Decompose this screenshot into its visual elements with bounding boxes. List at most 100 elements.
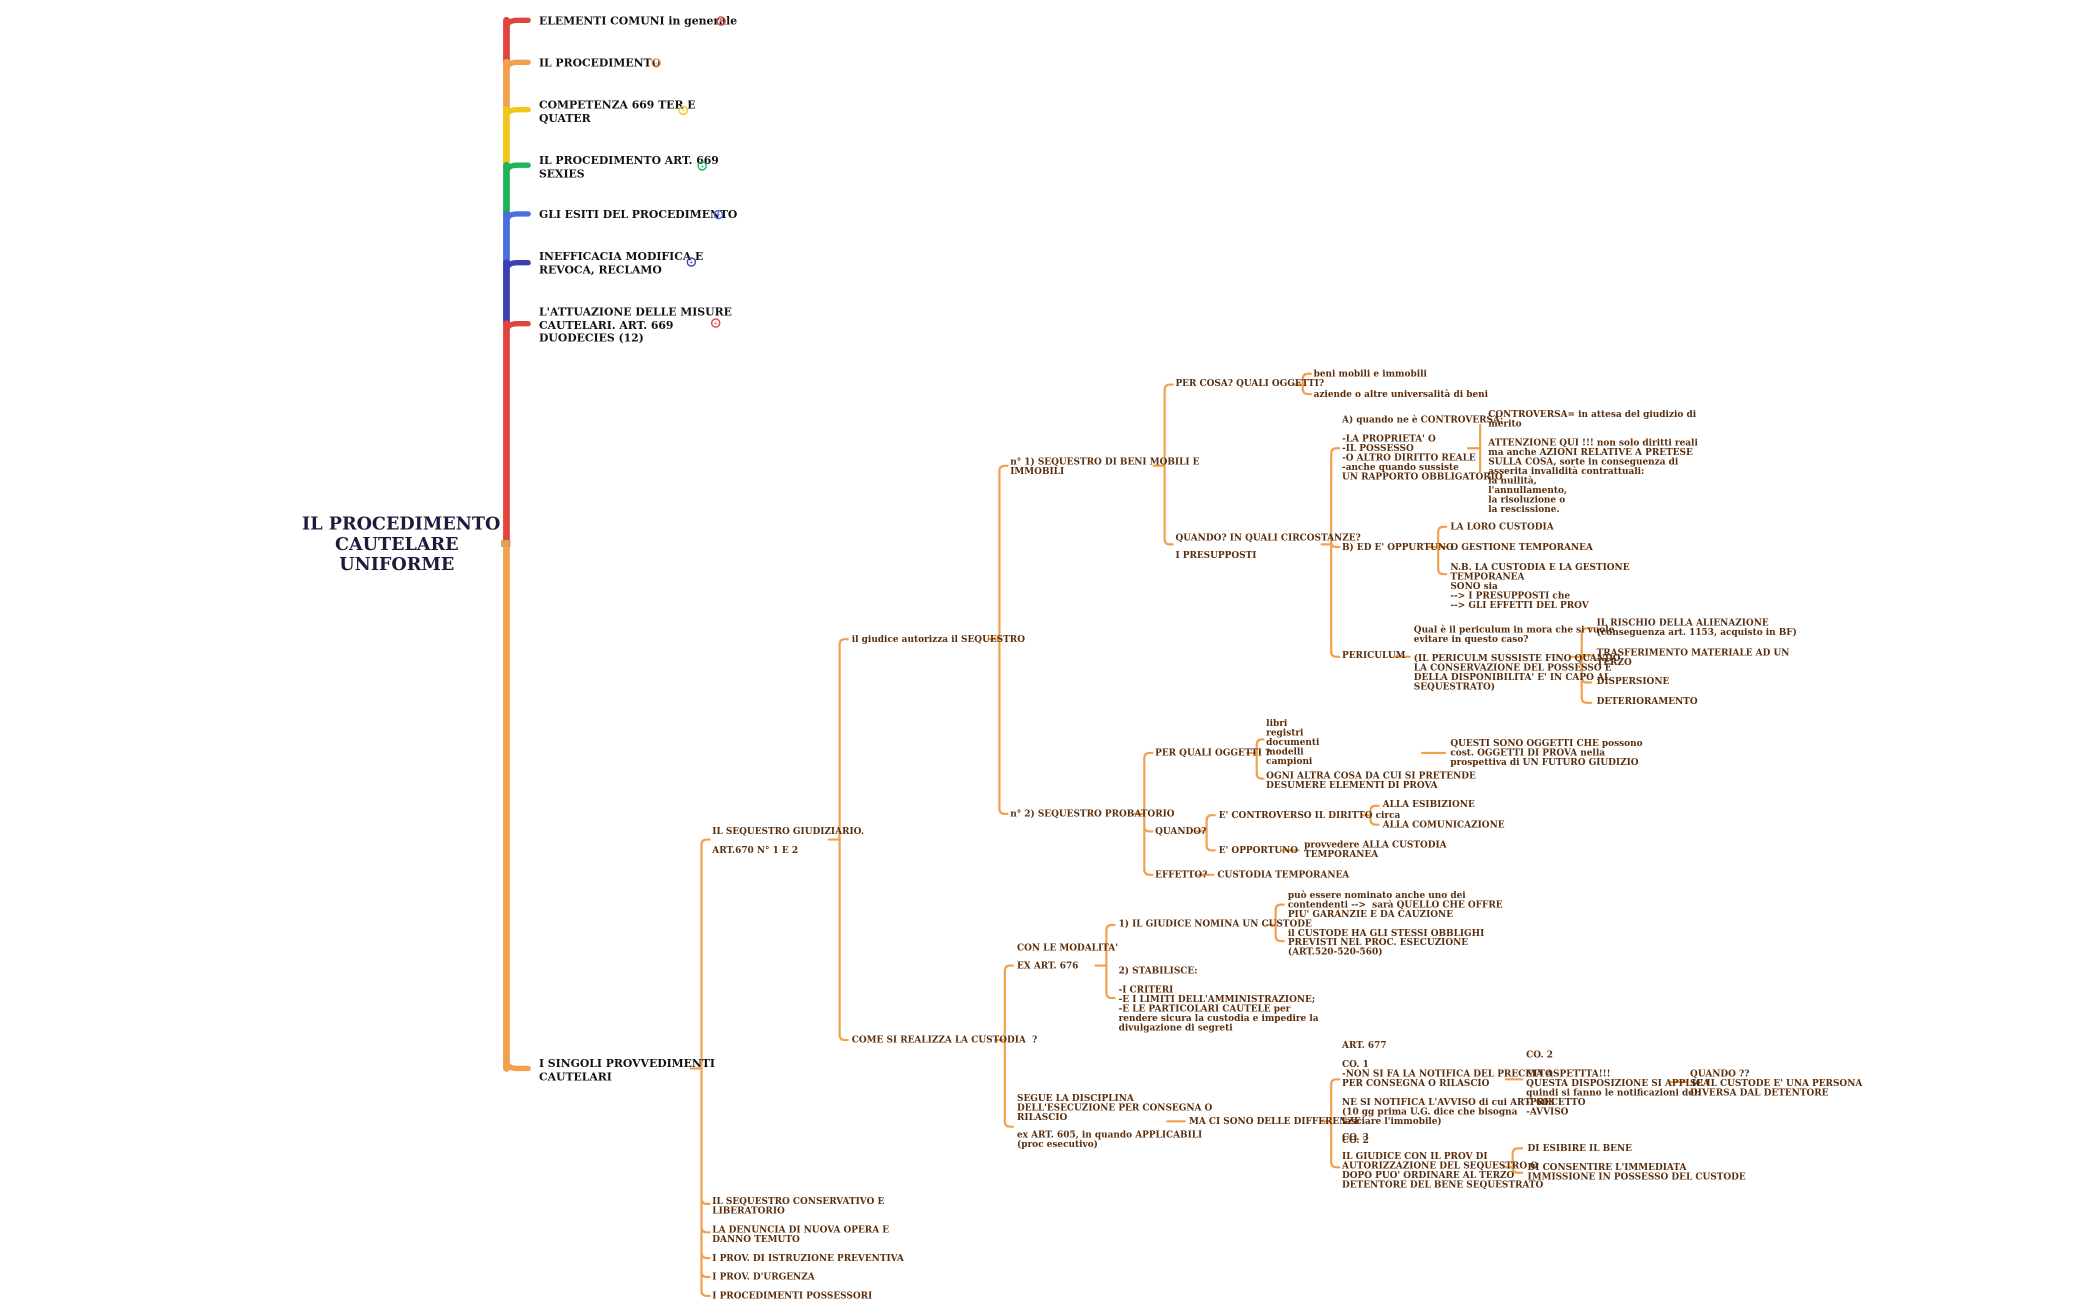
node-questi-oggetti[interactable]: QUESTI SONO OGGETTI CHE possono cost. OG… bbox=[1450, 738, 1643, 768]
node-istruzione-preventiva[interactable]: I PROV. DI ISTRUZIONE PREVENTIVA bbox=[712, 1252, 904, 1264]
node-come-custodia[interactable]: COME SI REALIZZA LA CUSTODIA ? bbox=[851, 1034, 1038, 1046]
periculum-question-branch bbox=[1580, 676, 1593, 684]
node-provvedere-custodia[interactable]: provvedere ALLA CUSTODIA TEMPORANEA bbox=[1304, 839, 1447, 860]
giudiziario-branch bbox=[838, 638, 849, 646]
node-con-modalita[interactable]: CON LE MODALITA' bbox=[1017, 942, 1118, 954]
node-a-controversa[interactable]: A) quando ne è CONTROVERSA: -LA PROPRIET… bbox=[1342, 414, 1504, 483]
node-ex-art-676[interactable]: EX ART. 676 bbox=[1017, 960, 1079, 971]
branch-il-procedimento[interactable]: IL PROCEDIMENTO bbox=[538, 55, 662, 70]
node-per-quali-oggetti[interactable]: PER QUALI OGGETTI ? bbox=[1155, 747, 1271, 759]
node-sequestro-conservativo[interactable]: IL SEQUESTRO CONSERVATIVO E LIBERATORIO bbox=[712, 1195, 885, 1217]
branch-inefficacia[interactable]: INEFFICACIA MODIFICA E REVOCA, RECLAMO bbox=[538, 249, 704, 276]
custodia-branch bbox=[1003, 1120, 1015, 1128]
beni-branch bbox=[1163, 537, 1174, 546]
node-controversa-note[interactable]: CONTROVERSA= in attesa del giudizio di m… bbox=[1488, 408, 1698, 515]
node-denuncia-nuova-opera[interactable]: LA DENUNCIA DI NUOVA OPERA E DANNO TEMUT… bbox=[712, 1224, 890, 1245]
collapsed-count-icon[interactable]: + bbox=[716, 16, 726, 26]
co3-branch bbox=[1511, 1166, 1524, 1174]
node-opportuno[interactable]: E' OPPORTUNO bbox=[1218, 845, 1299, 856]
node-rischio-alienazione[interactable]: IL RISCHIO DELLA ALIENAZIONE (conseguenz… bbox=[1596, 617, 1797, 638]
node-nomina-custode[interactable]: 1) IL GIUDICE NOMINA UN CUSTODE bbox=[1118, 918, 1312, 929]
nomina-branch bbox=[1274, 903, 1285, 912]
node-dispersione[interactable]: DISPERSIONE bbox=[1596, 675, 1670, 687]
node-ogni-altra-cosa[interactable]: OGNI ALTRA COSA DA CUI SI PRETENDE DESUM… bbox=[1266, 770, 1476, 791]
singoli-branch bbox=[700, 1289, 711, 1298]
node-nb-custodia[interactable]: N.B. LA CUSTODIA E LA GESTIONE TEMPORANE… bbox=[1450, 561, 1630, 611]
main-branch-stub bbox=[503, 17, 531, 32]
node-giudice-autorizza[interactable]: il giudice autorizza il SEQUESTRO bbox=[851, 633, 1025, 645]
root-topic[interactable]: IL PROCEDIMENTO CAUTELARE UNIFORME bbox=[301, 514, 501, 576]
node-esibizione[interactable]: ALLA ESIBIZIONE bbox=[1382, 798, 1475, 810]
collapsed-count-icon[interactable]: + bbox=[686, 257, 697, 267]
node-sequestro-beni[interactable]: n° 1) SEQUESTRO DI BENI MOBILI E IMMOBIL… bbox=[1010, 456, 1200, 477]
circostanze-branch bbox=[1330, 540, 1341, 549]
node-obblighi-custode[interactable]: il CUSTODE HA GLI STESSI OBBLIGHI PREVIS… bbox=[1287, 927, 1485, 958]
node-quando[interactable]: QUANDO? IN QUALI CIRCOSTANZE? bbox=[1175, 532, 1361, 544]
node-beni-mobili[interactable]: beni mobili e immobili bbox=[1313, 368, 1427, 380]
collapsed-count-icon[interactable]: + bbox=[651, 58, 661, 68]
main-branch-stub bbox=[503, 211, 531, 225]
node-aziende[interactable]: aziende o altre universalità di beni bbox=[1313, 388, 1489, 400]
node-gestione-temporanea[interactable]: O GESTIONE TEMPORANEA bbox=[1450, 541, 1593, 553]
node-co2[interactable]: CO. 2 MA ASPETTTA!!! QUESTA DISPOSIZIONE… bbox=[1526, 1049, 1710, 1118]
quali-oggetti-branch bbox=[1255, 772, 1265, 780]
node-quando-probatorio[interactable]: QUANDO? bbox=[1155, 826, 1207, 837]
circostanze-branch bbox=[1330, 650, 1341, 658]
node-quando-custode[interactable]: QUANDO ?? SE IL CUSTODE E' UNA PERSONA D… bbox=[1690, 1068, 1863, 1099]
singoli-branch bbox=[700, 838, 711, 847]
branch-esiti[interactable]: GLI ESITI DEL PROCEDIMENTO bbox=[538, 207, 738, 221]
node-loro-custodia[interactable]: LA LORO CUSTODIA bbox=[1450, 521, 1554, 533]
node-sequestro-probatorio[interactable]: n° 2) SEQUESTRO PROBATORIO bbox=[1010, 808, 1175, 820]
node-libri-registri[interactable]: libri registri documenti modelli campion… bbox=[1266, 717, 1320, 767]
node-b-opportuno[interactable]: B) ED E' OPPURTUNO bbox=[1342, 541, 1454, 553]
node-comunicazione[interactable]: ALLA COMUNICAZIONE bbox=[1382, 819, 1505, 831]
node-effetto[interactable]: EFFETTO? bbox=[1155, 869, 1208, 881]
node-trasferimento[interactable]: TRASFERIMENTO MATERIALE AD UN TERZO bbox=[1596, 647, 1790, 668]
node-custodia-temporanea[interactable]: CUSTODIA TEMPORANEA bbox=[1217, 869, 1350, 881]
node-stabilisce[interactable]: 2) STABILISCE: -I CRITERI -E I LIMITI DE… bbox=[1118, 965, 1319, 1034]
main-branch-stub bbox=[503, 1057, 531, 1072]
node-ex-art-605[interactable]: ex ART. 605, in quando APPLICABILI (proc… bbox=[1017, 1129, 1203, 1150]
node-co3[interactable]: CO. 3 IL GIUDICE CON IL PROV DI AUTORIZZ… bbox=[1342, 1132, 1544, 1191]
quali-oggetti-branch bbox=[1255, 738, 1265, 746]
differenze-branch bbox=[1330, 1078, 1341, 1086]
co3-branch bbox=[1511, 1147, 1524, 1155]
custodia-branch bbox=[1003, 964, 1015, 973]
branch-attuazione[interactable]: L'ATTUAZIONE DELLE MISURE CAUTELARI. ART… bbox=[538, 304, 732, 344]
modalita-branch bbox=[1105, 923, 1116, 932]
node-periculum-question[interactable]: Qual è il periculum in mora che si vuole… bbox=[1413, 624, 1621, 692]
node-puo-essere[interactable]: può essere nominato anche uno dei conten… bbox=[1287, 889, 1503, 920]
node-consentire-immissione[interactable]: DI CONSENTIRE L'IMMEDIATA IMMISSIONE IN … bbox=[1527, 1161, 1746, 1183]
node-sequestro-giudiziario[interactable]: IL SEQUESTRO GIUDIZIARIO. bbox=[712, 826, 865, 837]
node-segue-disciplina[interactable]: SEGUE LA DISCIPLINA DELL'ESECUZIONE PER … bbox=[1017, 1092, 1213, 1123]
branch-competenza[interactable]: COMPETENZA 669 TER E QUATER bbox=[538, 97, 696, 124]
collapsed-count-icon[interactable]: + bbox=[710, 318, 721, 328]
branch-procedimento-669-sexies[interactable]: IL PROCEDIMENTO ART. 669 SEXIES bbox=[538, 153, 719, 180]
main-branch-stub bbox=[503, 320, 531, 335]
node-art-670[interactable]: ART.670 N° 1 E 2 bbox=[712, 845, 799, 856]
singoli-branch bbox=[700, 1251, 711, 1260]
collapsed-count-icon[interactable]: + bbox=[713, 209, 724, 220]
node-periculum[interactable]: PERICULUM bbox=[1342, 650, 1406, 661]
node-differenze[interactable]: MA CI SONO DELLE DIFFERENZE bbox=[1188, 1115, 1361, 1127]
differenze-branch bbox=[1330, 1160, 1341, 1169]
node-art-677[interactable]: ART. 677 CO. 1 -NON SI FA LA NOTIFICA DE… bbox=[1342, 1040, 1555, 1146]
singoli-branch bbox=[700, 1270, 711, 1279]
node-per-cosa[interactable]: PER COSA? QUALI OGGETTI? bbox=[1175, 377, 1325, 389]
node-controverso-diritto[interactable]: E' CONTROVERSO IL DIRITTO circa bbox=[1218, 809, 1401, 821]
collapsed-count-icon[interactable]: + bbox=[678, 105, 688, 116]
periculum-question-branch bbox=[1580, 654, 1593, 662]
node-presupposti[interactable]: I PRESUPPOSTI bbox=[1175, 549, 1257, 561]
beni-branch bbox=[1163, 383, 1174, 392]
singoli-branch bbox=[700, 1225, 711, 1234]
node-esibire-bene[interactable]: DI ESIBIRE IL BENE bbox=[1527, 1142, 1632, 1154]
opportuno-branch bbox=[1437, 567, 1448, 576]
node-deterioramento[interactable]: DETERIORAMENTO bbox=[1596, 696, 1698, 707]
branch-elementi-comuni[interactable]: ELEMENTI COMUNI in generale bbox=[538, 13, 738, 28]
quando-probatorio-branch bbox=[1205, 843, 1216, 852]
node-procedimenti-possessori[interactable]: I PROCEDIMENTI POSSESSORI bbox=[712, 1290, 873, 1302]
collapsed-count-icon[interactable]: + bbox=[697, 161, 707, 171]
branch-singoli-provvedimenti[interactable]: I SINGOLI PROVVEDIMENTI CAUTELARI bbox=[538, 1056, 715, 1083]
node-prov-urgenza[interactable]: I PROV. D'URGENZA bbox=[712, 1271, 815, 1283]
